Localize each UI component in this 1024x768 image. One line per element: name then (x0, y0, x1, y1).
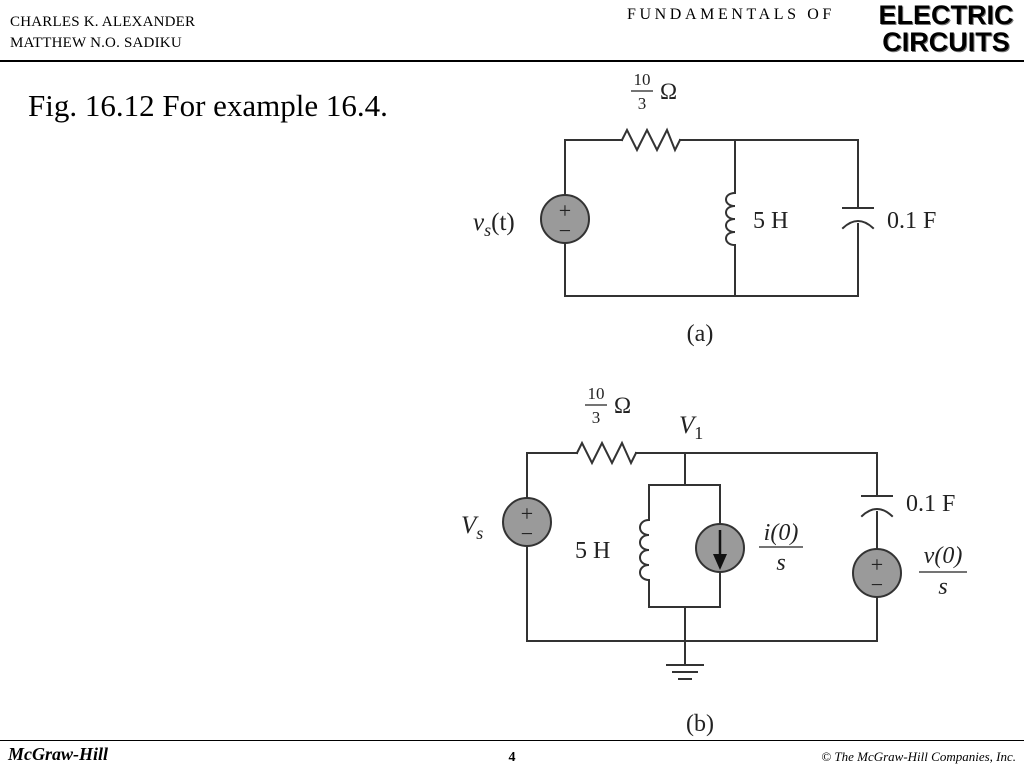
circuit-a-voltage-source: + − (540, 194, 590, 244)
circuit-b-resistor-label: 10 3 Ω (585, 384, 631, 427)
circuit-b-resistor-unit: Ω (614, 393, 631, 418)
current-source-num: i(0) (764, 520, 799, 546)
circuit-a-capacitor-label: 0.1 F (887, 208, 936, 234)
publisher-name: McGraw-Hill (8, 744, 109, 764)
cap-voltage-num: v(0) (924, 543, 963, 569)
circuit-a-capacitor (841, 207, 875, 230)
series-title: FUNDAMENTALS OF (627, 6, 835, 23)
circuit-a-resistor-den: 3 (638, 94, 647, 113)
circuit-a-wires (564, 139, 859, 297)
circuit-b-source-minus: − (521, 521, 533, 546)
header-rule (0, 60, 1024, 62)
circuit-a-resistor-unit: Ω (660, 79, 677, 104)
current-source-den: s (776, 550, 785, 576)
circuit-b-inductor-label: 5 H (575, 538, 610, 564)
brand-line-1: ELECTRIC (878, 0, 1014, 30)
circuit-a-resistor (620, 127, 682, 153)
circuit-b-cap-source-minus: − (871, 572, 883, 597)
circuit-b-cap-voltage-source: + − (852, 548, 902, 598)
circuit-a-caption: (a) (687, 321, 714, 347)
circuit-b-capacitor-label: 0.1 F (906, 491, 955, 517)
current-source-label: i(0) s (759, 520, 803, 576)
cap-voltage-den: s (938, 574, 947, 600)
author-1: CHARLES K. ALEXANDER (10, 14, 196, 30)
circuit-b-caption: (b) (686, 711, 714, 737)
circuit-b-wires (526, 452, 878, 666)
circuit-b-inductor (639, 518, 651, 582)
circuit-b-capacitor (860, 495, 894, 518)
circuit-a-source-minus: − (559, 218, 571, 243)
circuit-b-resistor (575, 440, 638, 466)
circuit-a-inductor (725, 191, 737, 247)
page-number: 4 (508, 750, 516, 765)
circuit-a-source-label: vs(t) (473, 209, 515, 240)
circuit-b-voltage-source: + − (502, 497, 552, 547)
circuit-b-cap-source-plus: + (871, 552, 883, 577)
slide-title: Fig. 16.12 For example 16.4. (28, 88, 388, 123)
cap-voltage-source-label: v(0) s (919, 543, 967, 600)
circuit-b-resistor-num: 10 (588, 384, 605, 403)
footer-rule (0, 740, 1024, 741)
circuit-b-source-label: Vs (461, 512, 483, 543)
circuit-a-inductor-label: 5 H (753, 208, 788, 234)
circuit-a-source-plus: + (559, 198, 571, 223)
node-v1-label: V1 (679, 412, 703, 443)
circuit-b-ground-icon (666, 664, 704, 680)
author-block: CHARLES K. ALEXANDER MATTHEW N.O. SADIKU (10, 12, 195, 54)
circuit-b-source-plus: + (521, 501, 533, 526)
arrow-down-icon (713, 554, 727, 570)
circuit-b-resistor-den: 3 (592, 408, 601, 427)
circuit-a-resistor-label: 10 3 Ω (631, 70, 677, 113)
circuit-a-resistor-num: 10 (634, 70, 651, 89)
circuit-b-current-source (695, 523, 745, 573)
author-2: MATTHEW N.O. SADIKU (10, 35, 182, 51)
brand-logo: ELECTRIC CIRCUITS (876, 2, 1016, 56)
brand-line-2: CIRCUITS (882, 27, 1010, 57)
copyright-notice: © The McGraw-Hill Companies, Inc. (821, 749, 1016, 764)
